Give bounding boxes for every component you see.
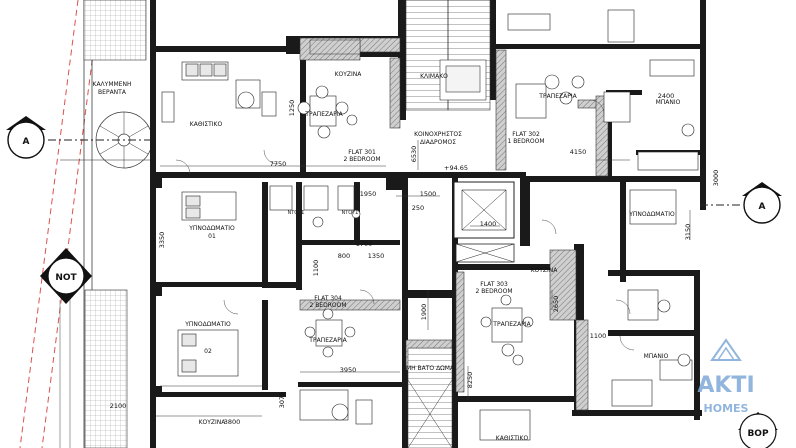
flat-302-label: FLAT 302 [512, 131, 540, 138]
flat-301-type: 2 BEDROOM [343, 156, 380, 163]
dim-2100: 2100 [110, 402, 127, 410]
dimension-lines [156, 140, 691, 417]
room-label-shower-2: ΝΤΟΥΣ [342, 210, 359, 216]
compass-north-label: ΒΟΡ [747, 429, 769, 439]
dim-800: 800 [338, 252, 350, 260]
compass-south-marker: ΝΟΤ [40, 248, 92, 304]
dim-1400: 1400 [480, 220, 497, 228]
dim-3950: 3950 [340, 366, 357, 374]
logo-tagline: HOMES [704, 402, 749, 415]
room-label-staircase: ΚΛΙΜΑΚΟ [420, 73, 448, 80]
left-balcony-area [19, 0, 147, 448]
dim-1950: 1950 [360, 190, 377, 198]
room-label-living-303: ΚΑΘΙΣΤΙΚΟ [496, 435, 529, 442]
dim-1100-b: 1100 [312, 260, 320, 277]
room-label-bedroom-02: ΥΠΝΟΔΩΜΑΤΙΟ [184, 321, 231, 328]
dim-3350: 3350 [158, 232, 166, 249]
level-marks: +94.65 [444, 164, 468, 172]
dim-6530: 6530 [410, 146, 418, 163]
flat-304-type: 2 BEDROOM [309, 302, 346, 309]
dim-1900: 1900 [420, 304, 428, 321]
room-label-dining-304: ΤΡΑΠΕΖΑΡΙΑ [308, 337, 347, 344]
furniture [161, 9, 699, 441]
room-label-veranda-1: ΚΑΛΥΜΜΕΝΗ [93, 81, 132, 88]
room-label-shower-1: ΝΤΟΥΣ [288, 210, 305, 216]
dim-4150: 4150 [570, 148, 587, 156]
room-label-dining-302: ΤΡΑΠΕΖΑΡΙΑ [538, 93, 577, 100]
section-marker-left-label: A [23, 137, 30, 147]
room-label-bedroom-02-num: 02 [204, 348, 212, 355]
room-label-dining-301: ΤΡΑΠΕΖΑΡΙΑ [304, 111, 343, 118]
room-label-living-301: ΚΑΘΙΣΤΙΚΟ [190, 121, 223, 128]
dimension-labels: 7750 4150 1500 250 1400 1950 3350 3150 1… [110, 92, 720, 426]
compass-north-marker: ΒΟΡ [738, 412, 778, 448]
door-swings [175, 99, 635, 351]
room-label-corridor: ΔΙΑΔΡΟΜΟΣ [420, 139, 456, 146]
dim-1350: 1350 [368, 252, 385, 260]
dim-8250: 8250 [466, 372, 474, 389]
room-label-common: ΚΟΙΝΟΧΡΗΣΤΟΣ [414, 131, 462, 138]
dim-1250: 1250 [288, 100, 296, 117]
dim-1100-a: 1100 [590, 332, 607, 340]
room-label-roof: ΜΗ ΒΑΤΟ ΔΩΜΑ [406, 365, 455, 372]
section-line [48, 139, 742, 206]
dim-3150: 3150 [684, 224, 692, 241]
section-marker-right: A [742, 182, 782, 224]
dim-3000: 3000 [712, 170, 720, 187]
flat-303-type: 2 BEDROOM [475, 288, 512, 295]
dim-3800: 3800 [224, 418, 241, 426]
flat-303-label: FLAT 303 [480, 281, 508, 288]
flat-301-label: FLAT 301 [348, 149, 376, 156]
flat-302-type: 1 BEDROOM [507, 138, 544, 145]
dim-1500: 1500 [420, 190, 437, 198]
room-label-bath-303: ΜΠΑΝΙΟ [644, 353, 669, 360]
room-label-kitchen-304: ΚΟΥΖΙΝΑ [199, 419, 227, 426]
dim-250: 250 [412, 204, 424, 212]
dim-2650: 2650 [552, 296, 560, 313]
room-label-veranda-2: ΒΕΡΑΝΤΑ [98, 89, 127, 96]
logo-name: AKTI [697, 373, 754, 398]
dim-1700: 1700 [356, 240, 373, 248]
akti-homes-logo: AKTI HOMES [697, 338, 755, 415]
flat-labels: FLAT 301 2 BEDROOM FLAT 302 1 BEDROOM FL… [309, 131, 544, 309]
room-label-kitchen-303: ΚΟΥΖΙΝΑ [531, 267, 559, 274]
room-label-kitchen-301: ΚΟΥΖΙΝΑ [335, 71, 363, 78]
room-label-bedroom-01-num: 01 [208, 233, 216, 240]
dim-7750: 7750 [270, 160, 287, 168]
section-marker-right-label: A [759, 202, 766, 212]
section-marker-left: A [6, 116, 46, 159]
room-label-dining-303: ΤΡΑΠΕΖΑΡΙΑ [492, 321, 531, 328]
dim-3075: 3075 [278, 392, 286, 409]
compass-south-label: ΝΟΤ [55, 273, 77, 283]
level-corridor: +94.65 [444, 164, 468, 172]
staircase [405, 0, 491, 111]
room-labels: ΚΟΥΖΙΝΑ ΚΑΘΙΣΤΙΚΟ ΤΡΑΠΕΖΑΡΙΑ ΚΟΙΝΟΧΡΗΣΤΟ… [93, 71, 681, 442]
room-label-bedroom-01: ΥΠΝΟΔΩΜΑΤΙΟ [188, 225, 235, 232]
flat-304-label: FLAT 304 [314, 295, 342, 302]
roof-area [407, 347, 453, 448]
room-label-bath-302: ΜΠΑΝΙΟ [656, 99, 681, 106]
dim-2400: 2400 [658, 92, 675, 100]
elevator [453, 181, 515, 263]
room-label-bedroom-303: ΥΠΝΟΔΩΜΑΤΙΟ [628, 211, 675, 218]
